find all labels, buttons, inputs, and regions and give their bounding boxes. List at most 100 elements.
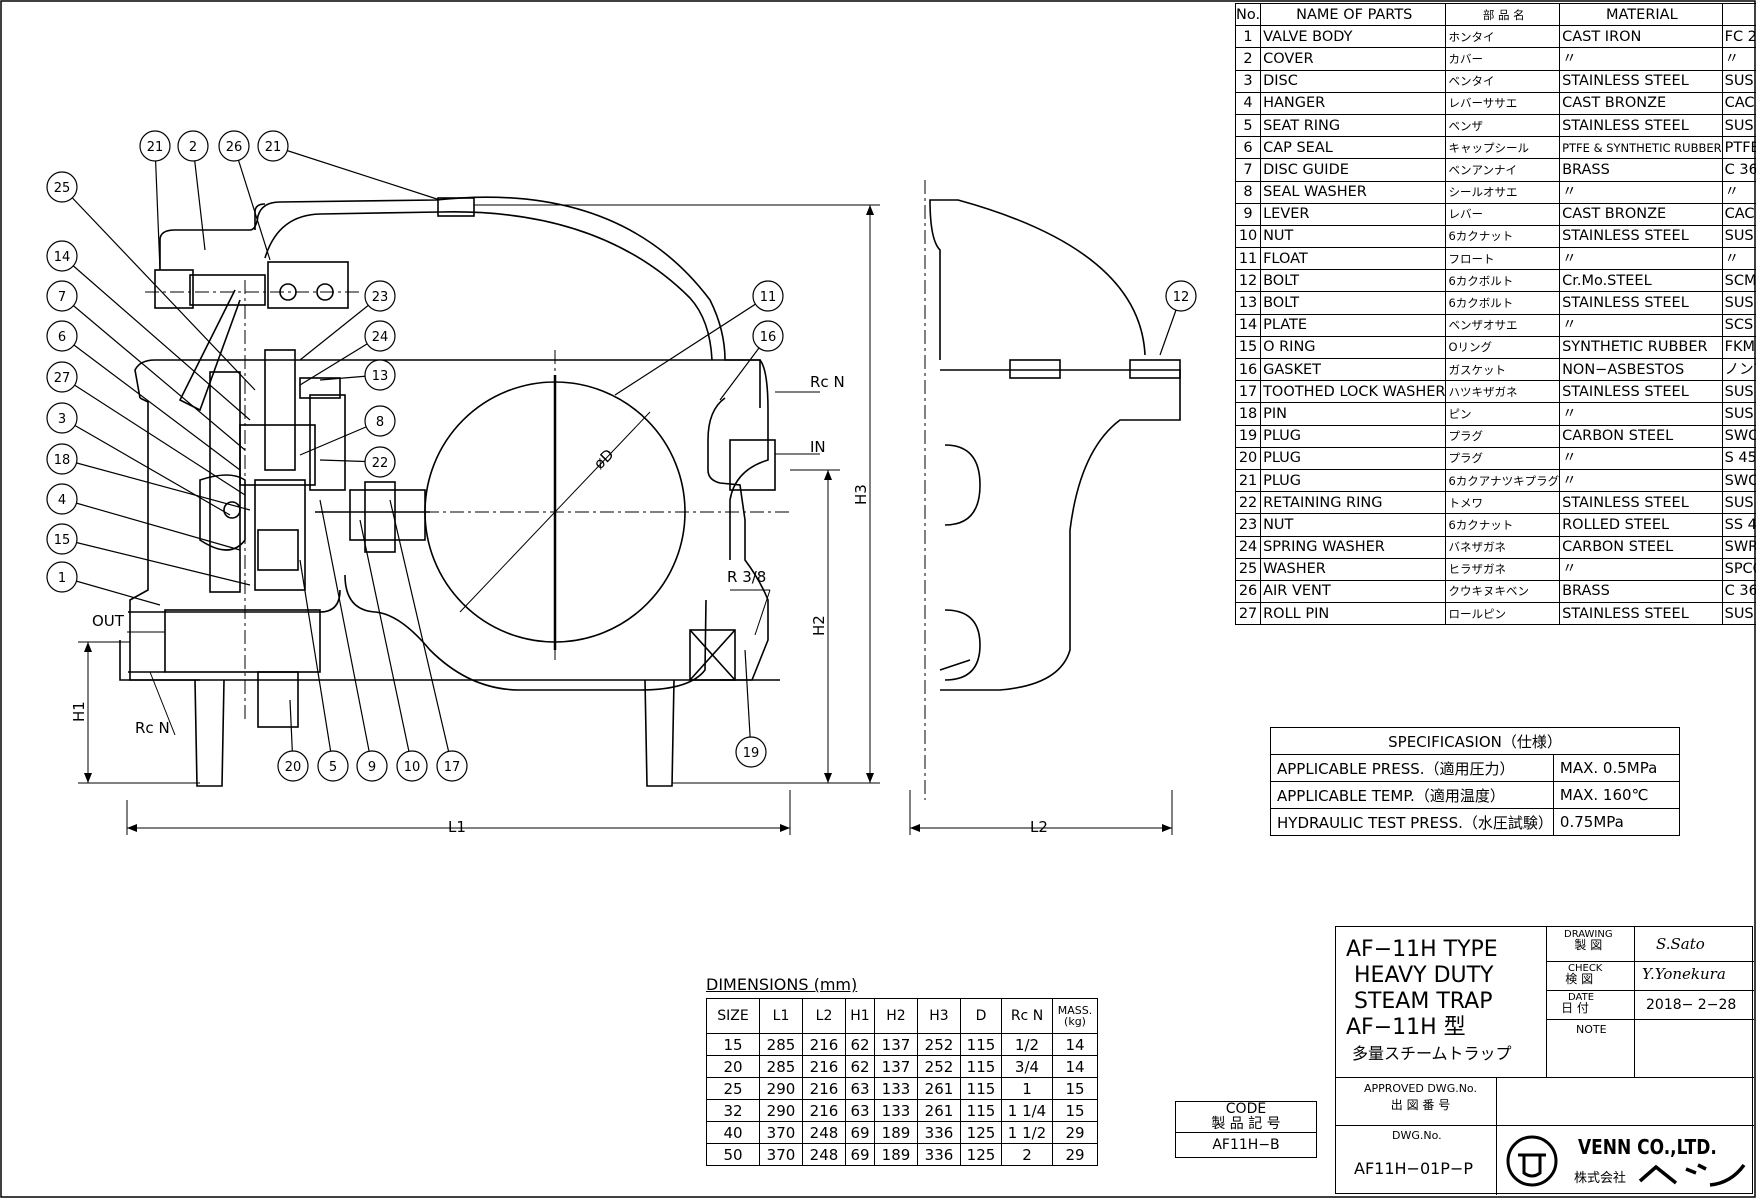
part-name: PLUG xyxy=(1260,424,1447,448)
dim-h3: 252 xyxy=(917,1033,961,1056)
label-l2: L2 xyxy=(1030,818,1048,836)
part-name: AIR VENT xyxy=(1260,579,1447,604)
spec-row: HYDRAULIC TEST PRESS.（水圧試験） 0.75MPa xyxy=(1270,808,1681,836)
dim-h2: 133 xyxy=(874,1099,918,1122)
dim-l1: 370 xyxy=(759,1121,803,1144)
title-line-2: HEAVY DUTY xyxy=(1354,963,1494,988)
title-line-5: 多量スチームトラップ xyxy=(1352,1044,1512,1063)
balloon-leader xyxy=(192,145,206,251)
part-name: NUT xyxy=(1260,513,1447,537)
part-no: 23 xyxy=(1234,513,1262,537)
dim-size: 32 xyxy=(706,1099,760,1122)
label-out: OUT xyxy=(92,612,125,630)
mass-label: MASS. xyxy=(1057,1004,1093,1017)
part-name: SEAL WASHER xyxy=(1260,180,1447,204)
part-name: BOLT xyxy=(1260,291,1447,315)
dim-l2: 216 xyxy=(802,1055,846,1078)
dim-size: 15 xyxy=(706,1033,760,1056)
part-name-jp: バネザガネ xyxy=(1445,535,1561,559)
balloon-circle xyxy=(752,280,784,312)
balloon-circle xyxy=(356,750,388,782)
part-balloon: 11 xyxy=(752,280,784,312)
balloon-circle xyxy=(218,130,250,162)
balloon-number: 25 xyxy=(54,181,71,196)
part-name-jp: 6カクボルト xyxy=(1445,269,1561,293)
part-balloon: 12 xyxy=(1165,280,1197,312)
part-name-jp: カバー xyxy=(1445,47,1561,71)
part-no: 2 xyxy=(1234,47,1262,71)
approved-label-en: APPROVED DWG.No. xyxy=(1364,1082,1477,1095)
part-name-jp: ハツキザガネ xyxy=(1445,380,1561,404)
balloon-circle xyxy=(364,320,396,352)
checked-by-signature: Y.Yonekura xyxy=(1642,965,1726,983)
balloon-circle xyxy=(46,483,78,515)
dim-h1: 63 xyxy=(845,1077,875,1100)
balloon-number: 6 xyxy=(58,330,66,345)
part-no: 16 xyxy=(1234,357,1262,382)
part-material-jp: C 3604 B xyxy=(1721,579,1756,604)
dims-col-h2: H2 xyxy=(874,998,918,1034)
spec-value: MAX. 160℃ xyxy=(1552,781,1681,809)
dim-rcn: 1/2 xyxy=(1001,1033,1053,1056)
balloon-number: 3 xyxy=(58,412,66,427)
label-diameter: øD xyxy=(590,445,617,472)
balloon-number: 19 xyxy=(743,746,760,761)
part-name: LEVER xyxy=(1260,202,1447,226)
balloon-leader xyxy=(61,186,256,391)
part-name-jp: ヒラザガネ xyxy=(1445,557,1561,581)
label-h2: H2 xyxy=(810,615,828,636)
dim-h1: 63 xyxy=(845,1099,875,1122)
dims-col-rcn: Rc N xyxy=(1001,998,1053,1034)
balloon-circle xyxy=(46,361,78,393)
part-name-jp: キャップシール xyxy=(1445,136,1561,160)
specification-table: SPECIFICASION（仕様） APPLICABLE PRESS.（適用圧力… xyxy=(1270,727,1681,836)
col-no: No. xyxy=(1234,2,1262,27)
part-material-jp: SUS 304 xyxy=(1721,69,1756,93)
part-name-jp: プラグ xyxy=(1445,446,1561,470)
part-material: CAST IRON xyxy=(1559,25,1723,49)
part-no: 5 xyxy=(1234,113,1262,138)
part-material-jp: SWRH xyxy=(1721,535,1756,559)
part-material-jp: 〃 xyxy=(1721,180,1756,204)
part-material-jp: SUS 304 xyxy=(1721,380,1756,404)
dims-col-size: SIZE xyxy=(706,998,760,1034)
part-name-jp: ピン xyxy=(1445,402,1561,426)
part-material: 〃 xyxy=(1559,247,1723,271)
part-no: 10 xyxy=(1234,224,1262,249)
balloon-leader xyxy=(389,499,453,767)
part-name-jp: レバーササエ xyxy=(1445,91,1561,115)
dim-size: 50 xyxy=(706,1143,760,1166)
note-label: NOTE xyxy=(1576,1023,1607,1036)
balloon-leader xyxy=(744,649,752,753)
code-label-en: CODE xyxy=(1225,1101,1267,1117)
balloon-number: 10 xyxy=(404,760,421,775)
part-material: CAST BRONZE xyxy=(1559,91,1723,115)
part-balloon: 22 xyxy=(364,446,396,478)
part-no: 6 xyxy=(1234,136,1262,160)
part-balloon: 17 xyxy=(436,750,468,782)
balloon-circle xyxy=(139,130,171,162)
check-label-jp: 検 図 xyxy=(1565,972,1594,986)
dims-col-d: D xyxy=(960,998,1002,1034)
part-no: 25 xyxy=(1234,557,1262,581)
balloon-leader xyxy=(61,417,231,516)
part-balloon: 21 xyxy=(257,130,289,162)
dims-col-mass: MASS. (kg) xyxy=(1052,998,1098,1034)
dim-h2: 189 xyxy=(874,1121,918,1144)
balloon-circle xyxy=(364,359,396,391)
balloon-number: 12 xyxy=(1173,290,1190,305)
dim-rcn: 2 xyxy=(1001,1143,1053,1166)
part-no: 17 xyxy=(1234,380,1262,404)
part-name-jp: ガスケット xyxy=(1445,357,1561,382)
part-balloon: 7 xyxy=(46,280,78,312)
part-balloon: 15 xyxy=(46,523,78,555)
balloon-circle xyxy=(317,750,349,782)
code-label: CODE 製 品 記 号 xyxy=(1175,1101,1317,1133)
part-material-jp: FKM xyxy=(1721,335,1756,360)
